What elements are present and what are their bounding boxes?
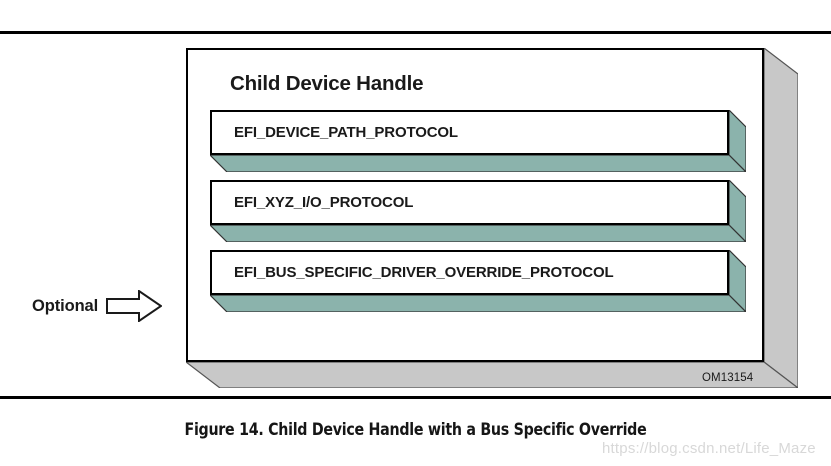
protocol-front-face: EFI_DEVICE_PATH_PROTOCOL xyxy=(210,110,729,155)
handle-box-3d-extrusion xyxy=(186,48,798,388)
handle-title: Child Device Handle xyxy=(230,72,424,95)
figure-bottom-rule xyxy=(0,396,831,399)
protocol-label: EFI_BUS_SPECIFIC_DRIVER_OVERRIDE_PROTOCO… xyxy=(234,264,614,281)
optional-label: Optional xyxy=(32,296,99,315)
protocol-box-device-path[interactable]: EFI_DEVICE_PATH_PROTOCOL xyxy=(210,110,746,172)
protocol-label: EFI_XYZ_I/O_PROTOCOL xyxy=(234,194,414,211)
figure-stage: Optional Child Device Handle EFI_DEVICE_… xyxy=(0,34,831,396)
protocol-box-xyz-io[interactable]: EFI_XYZ_I/O_PROTOCOL xyxy=(210,180,746,242)
csdn-watermark: https://blog.csdn.net/Life_Maze xyxy=(602,440,816,457)
protocol-front-face: EFI_XYZ_I/O_PROTOCOL xyxy=(210,180,729,225)
child-device-handle-box: Child Device Handle EFI_DEVICE_PATH_PROT… xyxy=(186,48,798,388)
protocol-3d-extrusion xyxy=(210,180,746,242)
protocol-label: EFI_DEVICE_PATH_PROTOCOL xyxy=(234,124,458,141)
right-arrow-icon xyxy=(106,290,163,322)
protocol-box-bus-specific-driver-override[interactable]: EFI_BUS_SPECIFIC_DRIVER_OVERRIDE_PROTOCO… xyxy=(210,250,746,312)
figure-caption: Figure 14. Child Device Handle with a Bu… xyxy=(184,420,647,440)
protocol-3d-extrusion xyxy=(210,250,746,312)
protocol-3d-extrusion xyxy=(210,110,746,172)
figure-top-rule xyxy=(0,31,831,34)
protocol-front-face: EFI_BUS_SPECIFIC_DRIVER_OVERRIDE_PROTOCO… xyxy=(210,250,729,295)
optional-annotation: Optional xyxy=(32,284,163,328)
om-drawing-id: OM13154 xyxy=(702,372,754,384)
